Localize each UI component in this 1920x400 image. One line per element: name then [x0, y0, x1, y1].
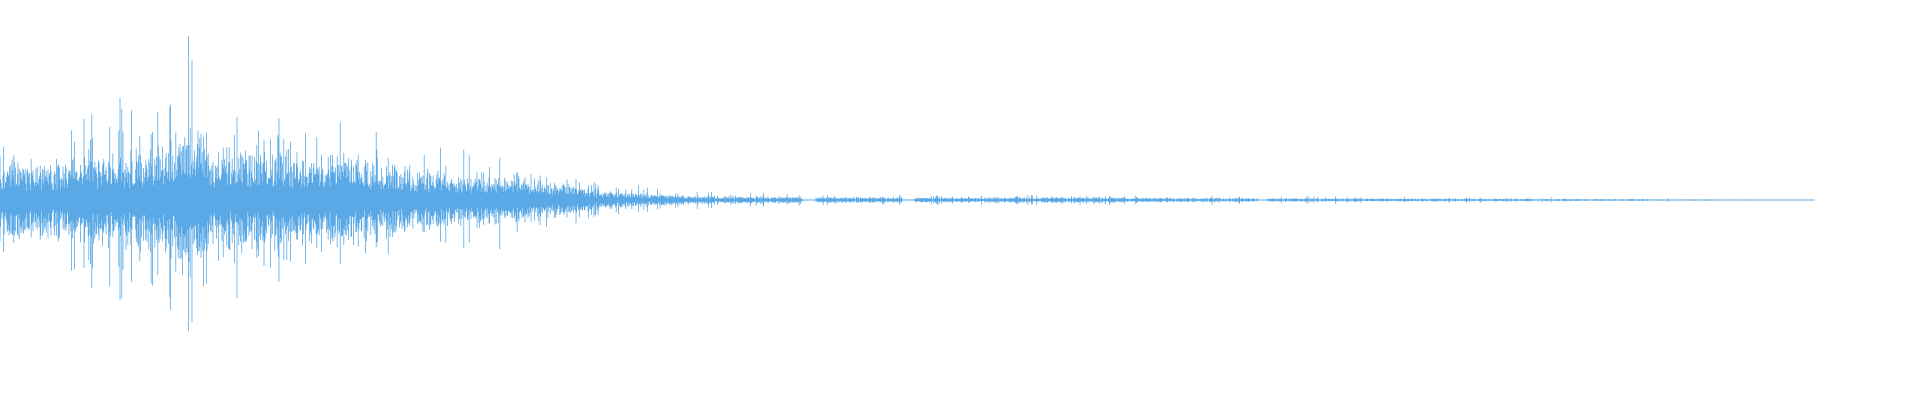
- waveform-path: [0, 36, 1812, 331]
- waveform-samples: [0, 36, 1812, 331]
